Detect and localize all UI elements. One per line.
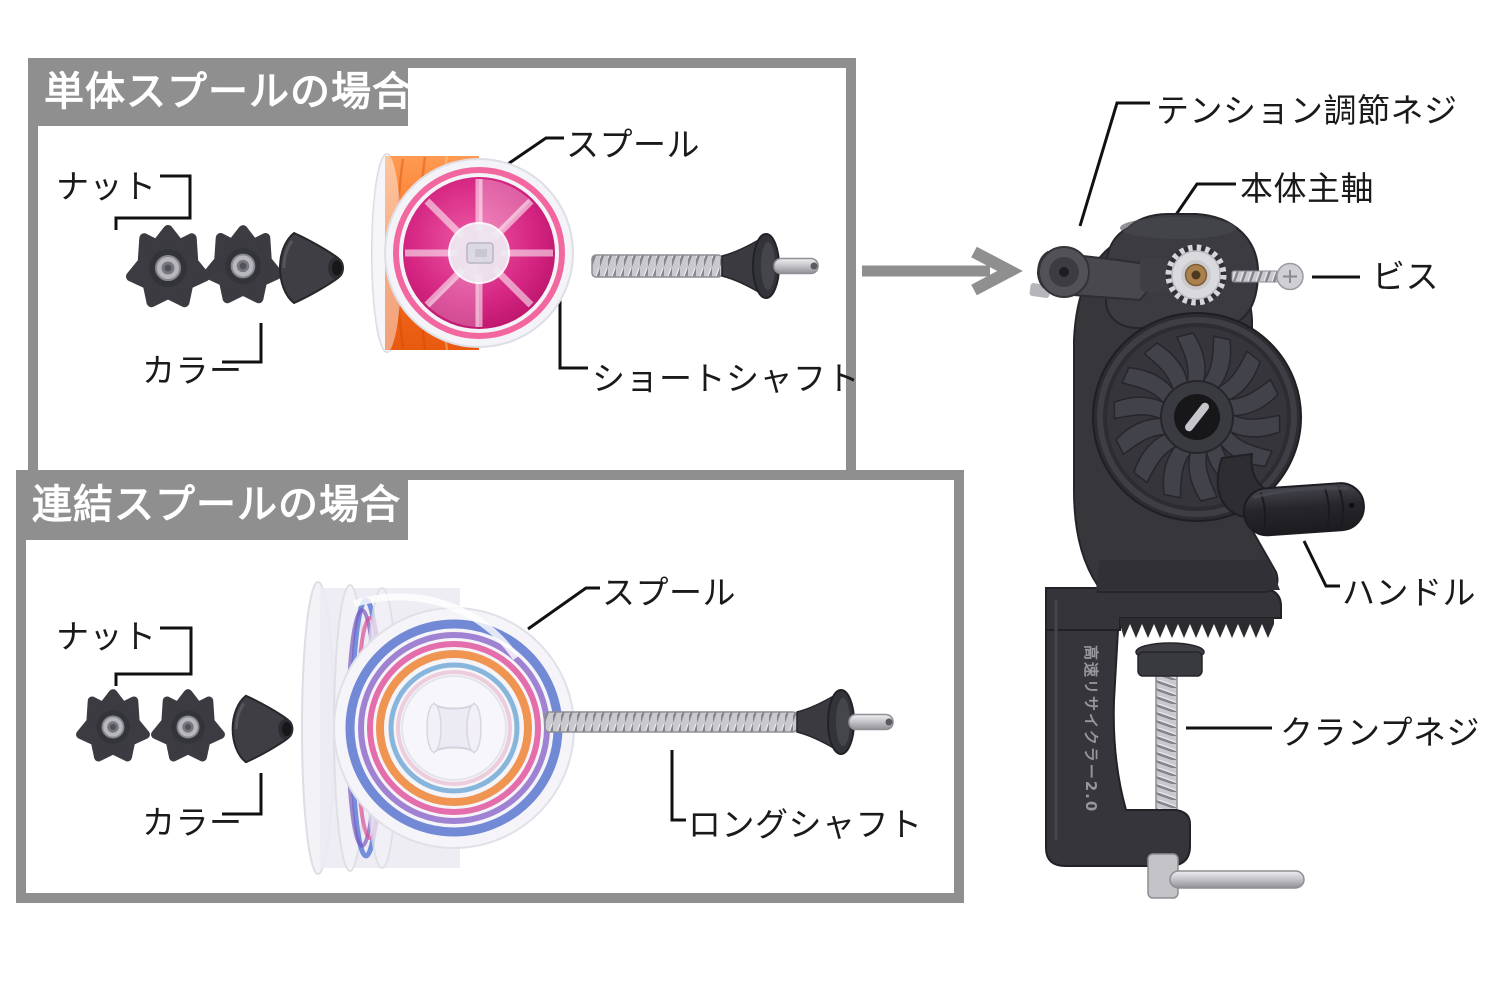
spool-label: スプール [602, 573, 736, 612]
tbar-handle-illustration [1169, 870, 1305, 889]
long-shaft-label: ロングシャフト [688, 805, 923, 844]
handle-illustration [1216, 452, 1365, 537]
bis-screw-label: ビス [1372, 257, 1439, 296]
leader-line [527, 586, 600, 631]
winder-device-illustration: 高速リサイクラー2.0 [1029, 213, 1365, 899]
leader-line [114, 626, 193, 686]
nut-knob-illustration [155, 694, 220, 758]
clamp-screw-illustration [1155, 673, 1178, 815]
nut-knob-illustration [208, 230, 278, 299]
linked-spool-illustration [301, 581, 575, 875]
flow-arrow-icon [862, 246, 1023, 296]
collar-label: カラー [142, 803, 243, 842]
single-spool-illustration [371, 153, 574, 353]
nut-label: ナット [56, 167, 157, 206]
single-spool-parts [131, 153, 819, 353]
linked-spool-parts [80, 581, 894, 875]
nut-knob-illustration [80, 694, 145, 758]
leader-line [670, 750, 686, 822]
short-shaft-illustration [591, 233, 819, 299]
clamp-screw-label: クランプネジ [1280, 713, 1481, 752]
leader-line [1169, 182, 1236, 223]
handle-label: ハンドル [1342, 573, 1476, 612]
leader-line [558, 298, 588, 370]
collar-illustration [231, 694, 295, 764]
main-spindle-label: 本体主軸 [1240, 169, 1374, 208]
short-shaft-label: ショートシャフト [592, 359, 860, 398]
leader-line [1078, 101, 1150, 227]
nut-label: ナット [56, 617, 157, 656]
long-shaft-illustration [544, 689, 894, 755]
collar-illustration [278, 231, 346, 305]
leader-line [114, 174, 192, 230]
device-model-text: 高速リサイクラー2.0 [1082, 645, 1100, 813]
leader-line [1302, 540, 1340, 588]
tension-lever-illustration [1029, 246, 1168, 302]
tension-screw-label: テンション調節ネジ [1156, 91, 1458, 130]
leader-line [222, 323, 263, 364]
collar-label: カラー [142, 351, 243, 390]
leader-line [222, 773, 263, 816]
linked-panel-title: 連結スプールの場合 [16, 470, 408, 540]
single-panel-title: 単体スプールの場合 [28, 58, 412, 126]
bis-screw-illustration [1231, 262, 1304, 291]
linked-spool-panel [16, 470, 964, 903]
spool-label: スプール [566, 125, 700, 164]
spindle-gear-illustration [1165, 244, 1227, 306]
nut-knob-illustration [131, 230, 205, 302]
